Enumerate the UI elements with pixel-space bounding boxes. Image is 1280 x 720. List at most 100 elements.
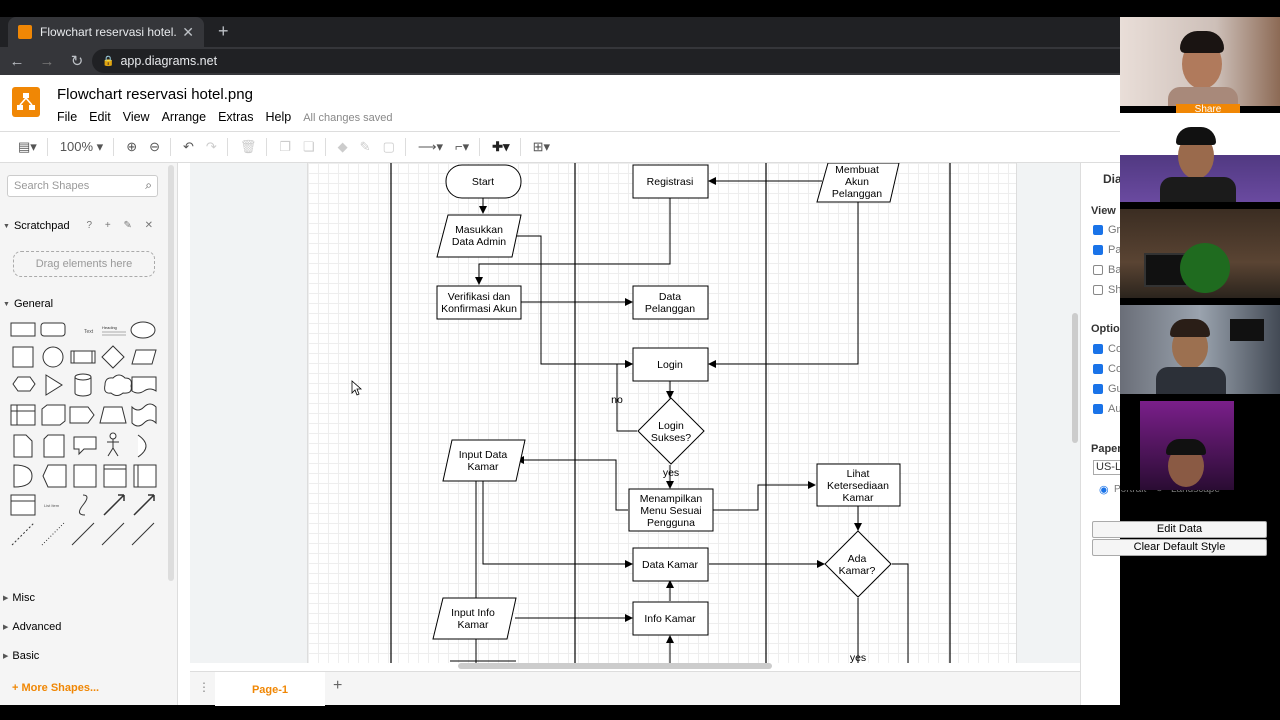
misc-header[interactable]: ▶ Misc <box>0 588 170 608</box>
menu-help[interactable]: Help <box>265 110 292 124</box>
fill-color-icon[interactable]: ◆ <box>337 139 348 154</box>
to-front-icon[interactable]: ❐ <box>279 139 291 154</box>
page-view-checkbox[interactable] <box>1093 245 1103 255</box>
membuat-label: Membuat <box>835 164 879 176</box>
format-panel: Dia View Gri Pag Bac Sha Optio Co Co Gu … <box>1080 163 1128 705</box>
guides-checkbox[interactable] <box>1093 384 1103 394</box>
sidebar-scrollbar[interactable] <box>168 165 174 581</box>
canvas-horizontal-scrollbar[interactable] <box>458 663 772 669</box>
ada-kamar-decision <box>824 530 892 598</box>
clear-default-style-button[interactable]: Clear Default Style <box>1092 539 1267 556</box>
diagram-tab-label[interactable]: Dia <box>1103 172 1122 186</box>
zoom-value: 100% <box>59 139 94 154</box>
no-label: no <box>611 394 623 406</box>
connection-points-checkbox[interactable] <box>1093 364 1103 374</box>
search-placeholder: Search Shapes <box>14 180 90 192</box>
video-participant-3 <box>1120 209 1280 298</box>
insert-icon[interactable]: ✚▾ <box>492 139 510 154</box>
scratchpad-tools[interactable]: ? + ✎ ✕ <box>86 220 158 231</box>
drawio-logo-icon <box>12 87 40 117</box>
add-page-icon[interactable]: + <box>333 677 343 694</box>
input-data-kamar-shape <box>442 439 526 482</box>
view-section-label: View <box>1091 205 1116 217</box>
delete-icon[interactable]: 🗑 <box>239 139 257 154</box>
toolbar-divider <box>170 138 172 156</box>
to-back-icon[interactable]: ❏ <box>303 139 315 154</box>
format-panel-icon[interactable]: ▤▾ <box>18 139 37 154</box>
pages-menu-icon[interactable]: ⋮ <box>198 680 210 694</box>
caret-right-icon: ▶ <box>3 624 9 631</box>
shadow-icon[interactable]: ▢ <box>382 139 395 154</box>
page-tabs-bar: ⋮ Page-1 + <box>190 671 1080 706</box>
general-label: General <box>13 298 54 310</box>
more-shapes-button[interactable]: + More Shapes... <box>12 682 100 694</box>
browser-tab[interactable]: Flowchart reservasi hotel.png - d ✕ <box>8 17 204 47</box>
new-tab-icon[interactable]: + <box>218 21 229 41</box>
diagram-canvas[interactable]: Start Masukkan Data Admin Registrasi Mem… <box>190 163 1080 663</box>
scratchpad-header[interactable]: ▼ Scratchpad ? + ✎ ✕ <box>0 216 170 236</box>
url-text: app.diagrams.net <box>120 54 218 68</box>
basic-label: Basic <box>12 650 40 662</box>
search-icon[interactable]: ⌕ <box>145 178 152 192</box>
connector <box>616 360 637 432</box>
input-data-kamar-label: Input Data <box>459 449 508 461</box>
menu-file[interactable]: File <box>57 110 78 124</box>
browser-tab-title: Flowchart reservasi hotel.png - d <box>40 25 177 39</box>
reload-icon[interactable]: ↻ <box>70 53 84 70</box>
lihat-ketersediaan-shape <box>816 463 901 507</box>
edit-data-button[interactable]: Edit Data <box>1092 521 1267 538</box>
app-header: Flowchart reservasi hotel.png File Edit … <box>0 75 1120 131</box>
paper-size-select[interactable]: US-L <box>1093 460 1121 475</box>
general-shapes-palette[interactable]: Text Heading List Item <box>8 319 168 559</box>
forward-icon[interactable]: → <box>39 52 55 70</box>
video-participant-4 <box>1120 305 1280 394</box>
undo-icon[interactable]: ↶ <box>183 139 194 154</box>
zoom-out-icon[interactable]: ⊖ <box>149 139 161 154</box>
page-tab[interactable]: Page-1 <box>215 672 325 706</box>
advanced-header[interactable]: ▶ Advanced <box>0 617 170 637</box>
back-icon[interactable]: ← <box>9 52 25 70</box>
svg-text:Text: Text <box>84 329 94 335</box>
grid-checkbox[interactable] <box>1093 225 1103 235</box>
lihat-label: Ketersediaan <box>827 480 889 492</box>
table-icon[interactable]: ⊞▾ <box>532 139 550 154</box>
data-pelanggan-label: Pelanggan <box>645 303 695 315</box>
url-field[interactable]: 🔒 app.diagrams.net <box>92 49 1152 73</box>
scratchpad-drop-area[interactable]: Drag elements here <box>13 251 155 277</box>
drawio-favicon-icon <box>18 25 32 39</box>
connection-style-icon[interactable]: ⟶▾ <box>417 139 444 154</box>
menu-view[interactable]: View <box>122 110 150 124</box>
yes-label: yes <box>850 652 866 663</box>
video-participant-1 <box>1120 17 1280 106</box>
menu-bar: File Edit View Arrange Extras Help All c… <box>57 110 405 124</box>
input-info-label: Kamar <box>458 619 489 631</box>
start-terminator <box>445 164 522 199</box>
document-title[interactable]: Flowchart reservasi hotel.png <box>57 86 253 103</box>
shadow-checkbox[interactable] <box>1093 285 1103 295</box>
search-shapes-input[interactable]: Search Shapes ⌕ <box>7 175 158 197</box>
data-kamar-label: Data Kamar <box>642 559 699 571</box>
redo-icon[interactable]: ↷ <box>205 139 217 154</box>
portrait-radio-icon[interactable]: ◉ <box>1099 484 1109 496</box>
close-tab-icon[interactable]: ✕ <box>182 23 194 40</box>
browser-address-bar: ← → ↻ 🔒 app.diagrams.net <box>0 47 1152 75</box>
zoom-in-icon[interactable]: ⊕ <box>126 139 138 154</box>
menu-arrange[interactable]: Arrange <box>161 110 207 124</box>
caret-down-icon: ▼ <box>3 222 10 230</box>
zoom-select[interactable]: 100% ▾ <box>59 139 104 154</box>
autosave-checkbox[interactable] <box>1093 404 1103 414</box>
toolbar-divider <box>226 138 228 156</box>
menu-edit[interactable]: Edit <box>89 110 111 124</box>
basic-header[interactable]: ▶ Basic <box>0 646 170 666</box>
background-checkbox[interactable] <box>1093 265 1103 275</box>
toolbar-divider <box>519 138 521 156</box>
waypoints-icon[interactable]: ⌐▾ <box>455 139 470 154</box>
misc-label: Misc <box>12 592 35 604</box>
menu-extras[interactable]: Extras <box>218 110 254 124</box>
canvas-vertical-scrollbar[interactable] <box>1072 313 1078 443</box>
general-header[interactable]: ▼ General <box>0 294 170 314</box>
connection-arrows-checkbox[interactable] <box>1093 344 1103 354</box>
line-color-icon[interactable]: ✎ <box>359 139 371 154</box>
mouse-cursor-icon <box>351 380 363 396</box>
flowchart[interactable]: Start Masukkan Data Admin Registrasi Mem… <box>190 163 1080 663</box>
